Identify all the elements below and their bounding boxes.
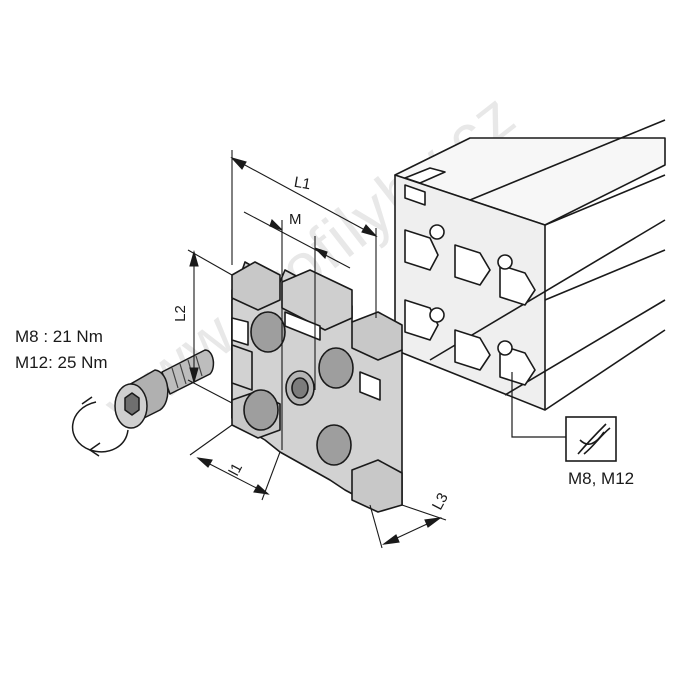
dimension-l1-label: L1 — [292, 173, 313, 194]
aluminium-profile — [394, 119, 666, 411]
rotation-arrow-icon — [72, 396, 129, 457]
dimension-l2-label: L2 — [171, 305, 189, 322]
tool-size-label: M8, M12 — [568, 469, 635, 488]
torque-m8-label: M8 : 21 Nm — [15, 327, 103, 346]
dimension-m-label: M — [289, 211, 302, 228]
dimension-lines — [187, 150, 447, 549]
cap-screw — [114, 349, 215, 429]
drill-icon — [565, 416, 617, 462]
torque-m12-label: M12: 25 Nm — [15, 353, 108, 372]
end-cap-plate — [231, 261, 403, 513]
tool-leader-line — [511, 372, 566, 438]
